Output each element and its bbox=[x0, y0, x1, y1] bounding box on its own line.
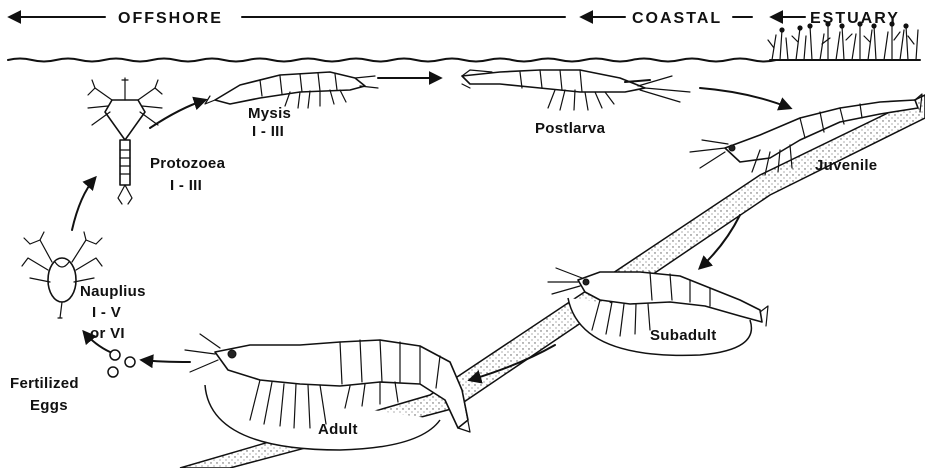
protozoea-illustration bbox=[88, 78, 162, 204]
zone-label-estuary: ESTUARY bbox=[810, 10, 900, 27]
zone-header: OFFSHORE COASTAL ESTUARY bbox=[10, 10, 900, 27]
label-nauplius-range: I - V bbox=[92, 304, 121, 321]
fertilized-eggs bbox=[108, 350, 135, 377]
label-adult: Adult bbox=[318, 421, 358, 438]
arrow-nauplius-to-protozoea bbox=[72, 178, 95, 230]
egg bbox=[108, 367, 118, 377]
arrow-adult-to-eggs bbox=[142, 360, 190, 362]
label-postlarva: Postlarva bbox=[535, 120, 606, 137]
label-protozoea-range: I - III bbox=[170, 177, 202, 194]
water-surface bbox=[8, 59, 776, 62]
label-mysis: Mysis bbox=[248, 105, 291, 122]
postlarva-illustration bbox=[462, 70, 690, 110]
label-protozoea: Protozoea bbox=[150, 155, 226, 172]
egg bbox=[125, 357, 135, 367]
zone-label-coastal: COASTAL bbox=[632, 10, 722, 27]
arrow-postlarva-to-juvenile bbox=[700, 88, 790, 108]
zone-label-offshore: OFFSHORE bbox=[118, 10, 223, 27]
label-juvenile: Juvenile bbox=[815, 157, 877, 174]
label-eggs-line1: Fertilized bbox=[10, 375, 79, 392]
egg bbox=[110, 350, 120, 360]
arrow-protozoea-to-mysis bbox=[150, 100, 205, 128]
label-nauplius: Nauplius bbox=[80, 283, 146, 300]
label-nauplius-range-alt: or VI bbox=[90, 325, 125, 342]
label-mysis-range: I - III bbox=[252, 123, 284, 140]
mysis-illustration bbox=[205, 72, 378, 108]
label-eggs-line2: Eggs bbox=[30, 397, 68, 414]
nauplius-illustration bbox=[22, 232, 102, 318]
marsh-grass bbox=[768, 22, 920, 60]
label-subadult: Subadult bbox=[650, 327, 717, 344]
